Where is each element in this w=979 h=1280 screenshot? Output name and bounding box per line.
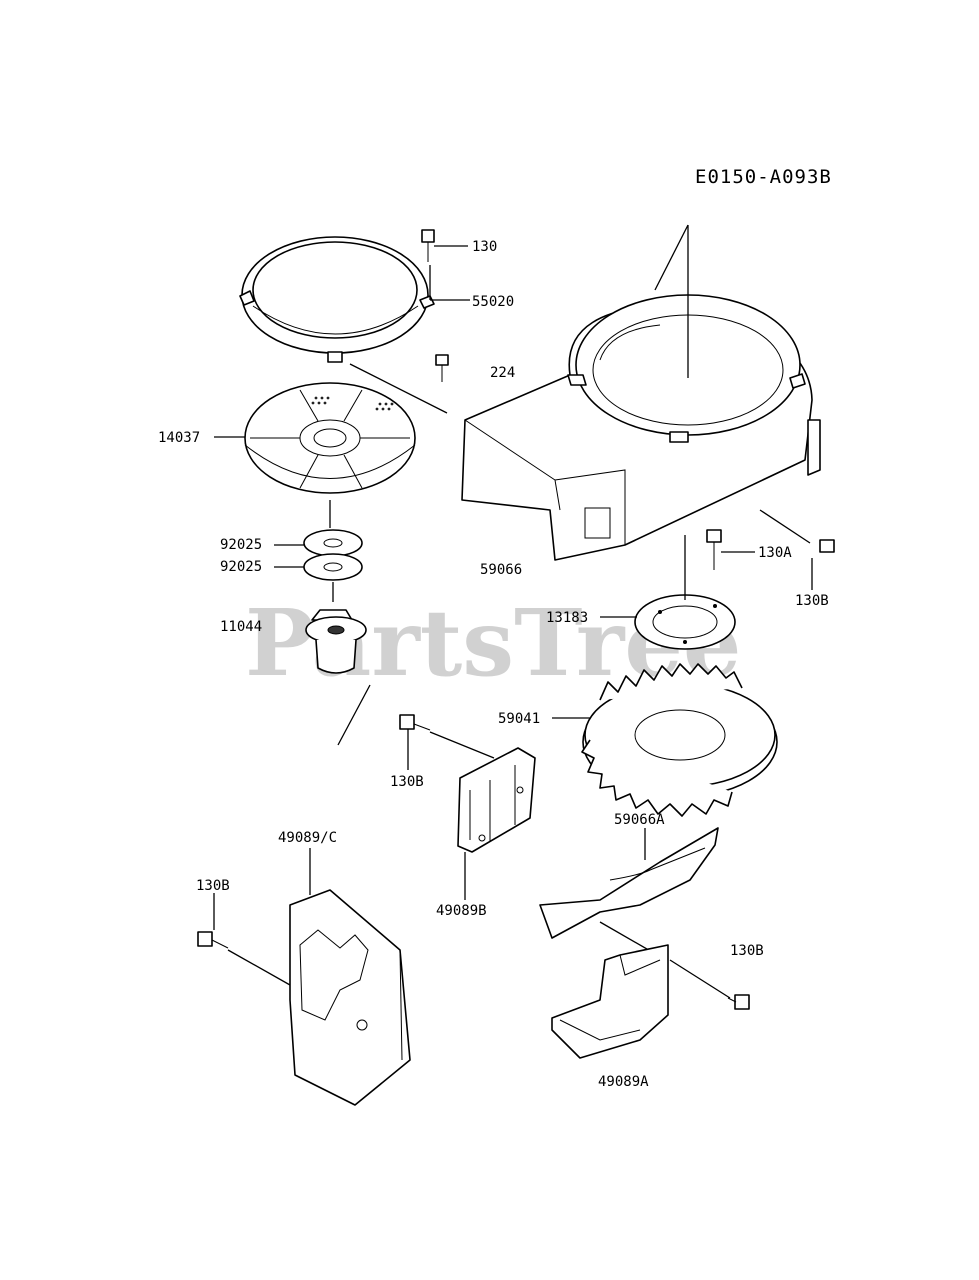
label-59041: 59041 xyxy=(498,711,540,727)
label-14037: 14037 xyxy=(158,430,200,446)
label-130A: 130A xyxy=(758,545,792,561)
screen-ring-55020[interactable] xyxy=(239,236,435,363)
flywheel-59041[interactable] xyxy=(581,663,778,817)
bolt-130B-mid[interactable] xyxy=(399,714,431,731)
bolt-130-top[interactable] xyxy=(421,229,435,262)
bolt-130B-right[interactable] xyxy=(819,539,835,553)
cooling-screen-14037[interactable] xyxy=(244,382,416,494)
label-130B-low: 130B xyxy=(730,943,764,959)
plate-13183[interactable] xyxy=(634,594,736,650)
label-49089C: 49089/C xyxy=(278,830,337,846)
label-224: 224 xyxy=(490,365,515,381)
bracket-49089A[interactable] xyxy=(551,944,669,1059)
label-130: 130 xyxy=(472,239,497,255)
label-130B-mid: 130B xyxy=(390,774,424,790)
bracket-49089B[interactable] xyxy=(457,747,536,853)
label-130B-right: 130B xyxy=(795,593,829,609)
bolt-130B-left[interactable] xyxy=(197,931,229,949)
label-11044: 11044 xyxy=(220,619,262,635)
hub-11044[interactable] xyxy=(305,609,367,674)
label-13183: 13183 xyxy=(546,610,588,626)
bolt-224[interactable] xyxy=(435,354,449,382)
label-55020: 55020 xyxy=(472,294,514,310)
bolt-130A[interactable] xyxy=(706,529,722,570)
label-49089B: 49089B xyxy=(436,903,487,919)
label-92025-lower: 92025 xyxy=(220,559,262,575)
label-130B-left: 130B xyxy=(196,878,230,894)
blower-housing-59066[interactable] xyxy=(461,294,821,561)
washer-92025-upper[interactable] xyxy=(303,529,363,557)
guide-59066A[interactable] xyxy=(539,827,719,939)
label-59066A: 59066A xyxy=(614,812,665,828)
cover-49089C[interactable] xyxy=(289,889,411,1106)
bolt-130B-low[interactable] xyxy=(727,994,750,1010)
label-92025-upper: 92025 xyxy=(220,537,262,553)
label-49089A: 49089A xyxy=(598,1074,649,1090)
diagram-code: E0150-A093B xyxy=(695,166,832,188)
washer-92025-lower[interactable] xyxy=(303,553,363,581)
label-59066: 59066 xyxy=(480,562,522,578)
